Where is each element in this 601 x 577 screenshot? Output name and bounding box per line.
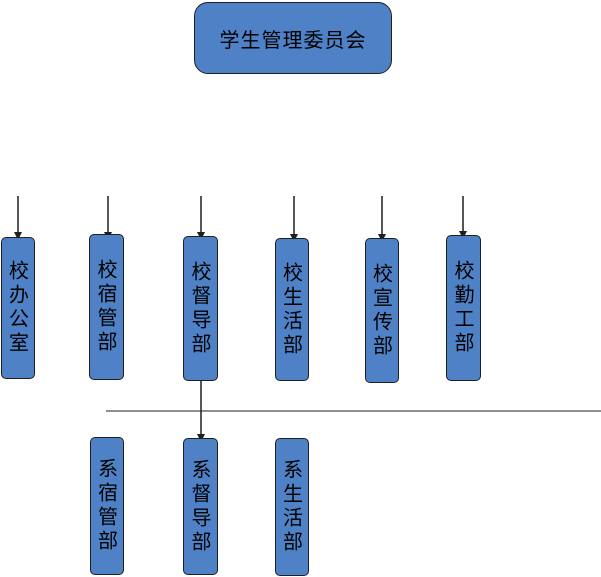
xi-suguanbu-label: 系宿管部 — [94, 458, 119, 554]
xiao-qingongbu-box: 校勤工部 — [446, 235, 481, 381]
student-management-committee-box: 学生管理委员会 — [194, 2, 392, 74]
xiao-xuanchuanbu-box: 校宣传部 — [365, 238, 399, 383]
xiao-bangongshi-label: 校办公室 — [5, 260, 30, 356]
committee-title: 学生管理委员会 — [219, 27, 367, 52]
xiao-suguanbu-box: 校宿管部 — [89, 234, 124, 380]
xiao-dudaobu-label: 校督导部 — [188, 260, 212, 357]
xiao-shenghuobu-box: 校生活部 — [275, 238, 309, 381]
xi-dudaobu-label: 系督导部 — [188, 458, 212, 555]
xi-suguanbu-box: 系宿管部 — [90, 437, 124, 575]
xiao-dudaobu-box: 校督导部 — [183, 236, 218, 381]
xiao-suguanbu-label: 校宿管部 — [94, 259, 118, 355]
xiao-xuanchuanbu-label: 校宣传部 — [369, 262, 394, 359]
xi-shenghuobu-box: 系生活部 — [275, 438, 309, 576]
xi-dudaobu-box: 系督导部 — [183, 438, 218, 575]
xiao-qingongbu-label: 校勤工部 — [451, 260, 475, 356]
xiao-shenghuobu-label: 校生活部 — [279, 261, 304, 358]
xi-shenghuobu-label: 系生活部 — [279, 459, 304, 555]
xiao-bangongshi-box: 校办公室 — [1, 237, 35, 379]
